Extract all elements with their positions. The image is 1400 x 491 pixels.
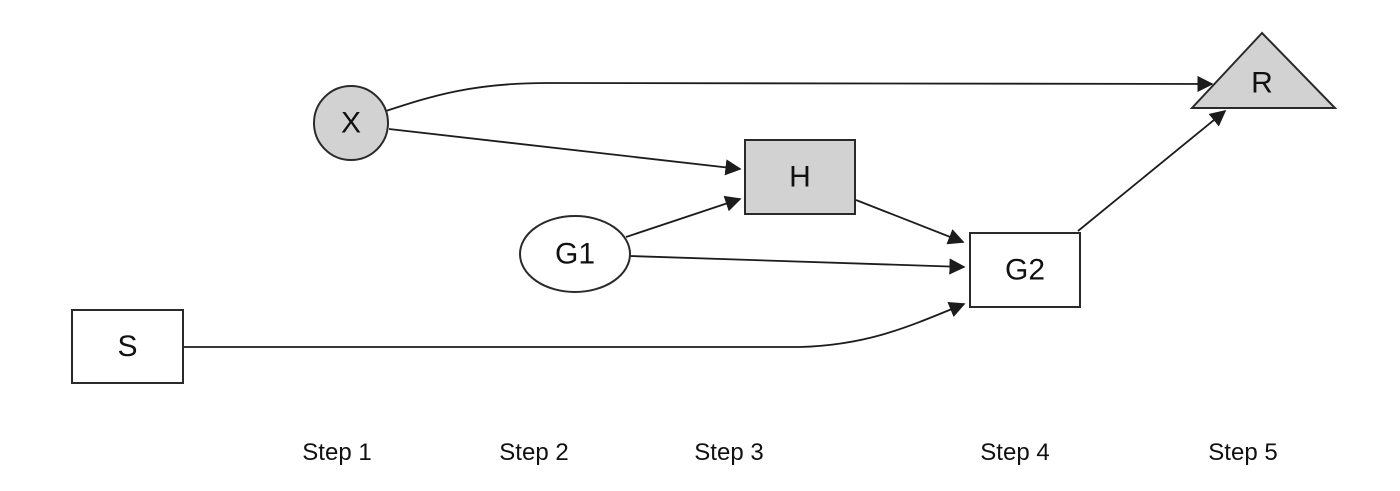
node-label-g1: G1 <box>555 238 595 271</box>
node-s: S <box>71 309 184 384</box>
edge-arrow-s-to-g2 <box>183 302 966 348</box>
edge-arrow-g2-to-r <box>1077 109 1227 232</box>
node-x: X <box>313 85 389 161</box>
rect-shape-h <box>744 139 856 215</box>
node-g2: G2 <box>969 232 1081 308</box>
node-g1: G1 <box>519 215 631 293</box>
edge-arrow-x-to-h <box>388 128 742 176</box>
edge-arrow-g1-to-g2 <box>629 255 966 275</box>
node-label-r: R <box>1251 67 1273 100</box>
node-r: R <box>1189 31 1338 109</box>
step-label-1: Step 1 <box>302 439 371 466</box>
step-label-4: Step 4 <box>980 439 1049 466</box>
node-label-h: H <box>789 161 811 194</box>
ellipse-shape-g1 <box>519 215 631 293</box>
triangle-shape-r <box>1189 31 1338 109</box>
step-label-3: Step 3 <box>694 439 763 466</box>
node-label-s: S <box>117 330 137 363</box>
nodes-layer: S X G1 H G2 R <box>71 31 1338 384</box>
step-labels-row: Step 1 Step 2 Step 3 Step 4 Step 5 <box>302 439 1277 466</box>
rect-shape-s <box>71 309 184 384</box>
rect-shape-g2 <box>969 232 1081 308</box>
node-label-g2: G2 <box>1005 254 1045 287</box>
edge-arrow-g1-to-h <box>625 195 742 238</box>
node-label-x: X <box>341 107 361 140</box>
edge-arrow-x-to-r <box>385 75 1214 112</box>
step-label-5: Step 5 <box>1208 439 1277 466</box>
step-label-2: Step 2 <box>499 439 568 466</box>
circle-shape-x <box>313 85 389 161</box>
node-h: H <box>744 139 856 215</box>
edge-arrow-h-to-g2 <box>855 199 965 245</box>
edges-layer <box>183 75 1227 348</box>
